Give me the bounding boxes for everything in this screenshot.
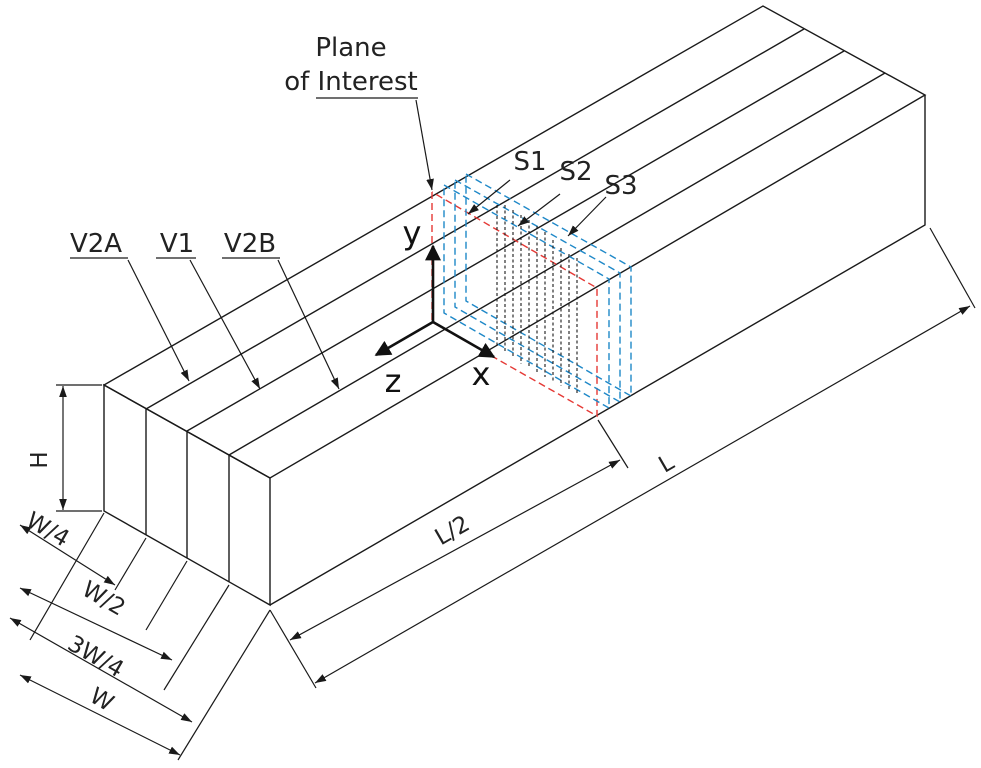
plane-label-line2: of Interest (284, 67, 418, 97)
region-label-v2a: V2A (70, 229, 122, 259)
dim-length (269, 227, 976, 689)
leader-s2 (517, 193, 561, 227)
region-label-v1: V1 (160, 229, 194, 259)
dim-label-w: W (85, 683, 118, 717)
beam-outline (102, 5, 927, 607)
slice-s3 (465, 172, 632, 398)
dim-h (56, 384, 102, 512)
dim-width (9, 512, 271, 761)
dim-label-h: H (27, 451, 53, 468)
coordinate-axes (374, 244, 496, 359)
divider-v2a-v1-top (145, 28, 805, 410)
dim-label-w2: W/2 (77, 576, 129, 621)
leader-v2b (277, 259, 340, 390)
axis-label-z: z (385, 362, 402, 400)
x-axis-arrow (432, 320, 496, 359)
dim-label-l: L (654, 449, 678, 478)
gauge-region (496, 205, 578, 394)
leader-s1 (467, 179, 511, 215)
leaders (127, 99, 607, 390)
axis-label-y: y (403, 214, 422, 252)
slice-s1 (443, 183, 610, 410)
region-label-v2b: V2B (224, 229, 276, 259)
region-dividers (145, 28, 886, 582)
slice-label-s1: S1 (513, 147, 546, 177)
slice-label-s2: S2 (559, 157, 592, 187)
axis-label-x: x (472, 355, 491, 393)
dim-label-3w4: 3W/4 (63, 631, 128, 683)
leader-v2a (127, 259, 190, 382)
divider-mid-v2b-top (228, 72, 886, 456)
leader-plane (415, 99, 434, 191)
dim-label-l2: L/2 (431, 511, 474, 551)
plane-label-line1: Plane (315, 33, 386, 63)
slice-s2 (454, 178, 621, 404)
leader-v1 (189, 259, 261, 390)
leader-s3 (567, 196, 607, 237)
slice-label-s3: S3 (604, 171, 637, 201)
slice-planes (443, 172, 632, 410)
dim-label-w4: W/4 (21, 507, 73, 552)
z-axis-arrow (374, 320, 434, 357)
